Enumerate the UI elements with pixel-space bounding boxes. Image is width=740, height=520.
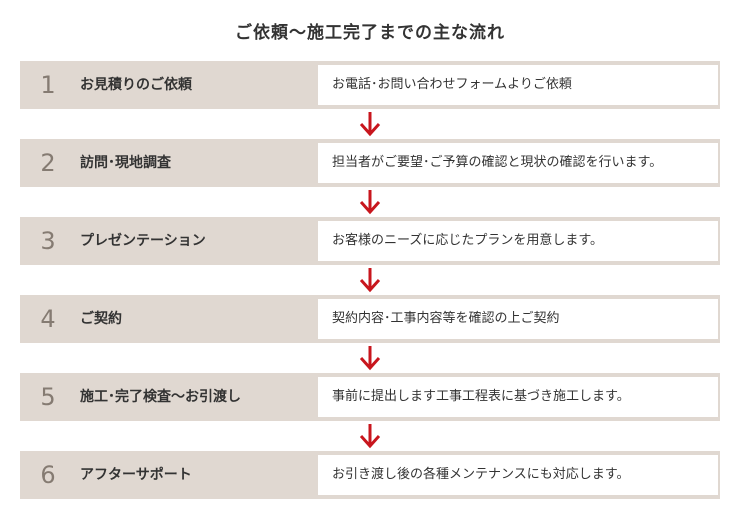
step-name: 施工･完了検査〜お引渡し (80, 389, 241, 405)
step-number: 6 (40, 461, 56, 489)
step-3: 3 プレゼンテーション お客様のニーズに応じたプランを用意します。 (20, 217, 720, 265)
step-description: お電話･お問い合わせフォームよりご依頼 (318, 65, 718, 105)
step-6: 6 アフターサポート お引き渡し後の各種メンテナンスにも対応します。 (20, 451, 720, 499)
step-number: 2 (40, 149, 56, 177)
step-name: ご契約 (80, 311, 122, 327)
step-description: 契約内容･工事内容等を確認の上ご契約 (318, 299, 718, 339)
step-2: 2 訪問･現地調査 担当者がご要望･ご予算の確認と現状の確認を行います。 (20, 139, 720, 187)
step-1: 1 お見積りのご依頼 お電話･お問い合わせフォームよりご依頼 (20, 61, 720, 109)
step-number: 3 (40, 227, 56, 255)
step-number: 5 (40, 383, 56, 411)
arrow-down-icon (359, 190, 381, 215)
arrow-down-icon (359, 112, 381, 137)
step-description: お客様のニーズに応じたプランを用意します。 (318, 221, 718, 261)
step-description: お引き渡し後の各種メンテナンスにも対応します。 (318, 455, 718, 495)
step-description: 担当者がご要望･ご予算の確認と現状の確認を行います。 (318, 143, 718, 183)
step-name: アフターサポート (80, 467, 192, 483)
step-number: 1 (40, 71, 56, 99)
arrow-down-icon (359, 346, 381, 371)
step-description: 事前に提出します工事工程表に基づき施工します。 (318, 377, 718, 417)
step-4: 4 ご契約 契約内容･工事内容等を確認の上ご契約 (20, 295, 720, 343)
step-name: プレゼンテーション (80, 233, 206, 249)
step-number: 4 (40, 305, 56, 333)
step-name: お見積りのご依頼 (80, 77, 192, 93)
arrow-down-icon (359, 424, 381, 449)
step-5: 5 施工･完了検査〜お引渡し 事前に提出します工事工程表に基づき施工します。 (20, 373, 720, 421)
page-title: ご依頼〜施工完了までの主な流れ (235, 23, 505, 43)
arrow-down-icon (359, 268, 381, 293)
step-name: 訪問･現地調査 (80, 155, 171, 171)
